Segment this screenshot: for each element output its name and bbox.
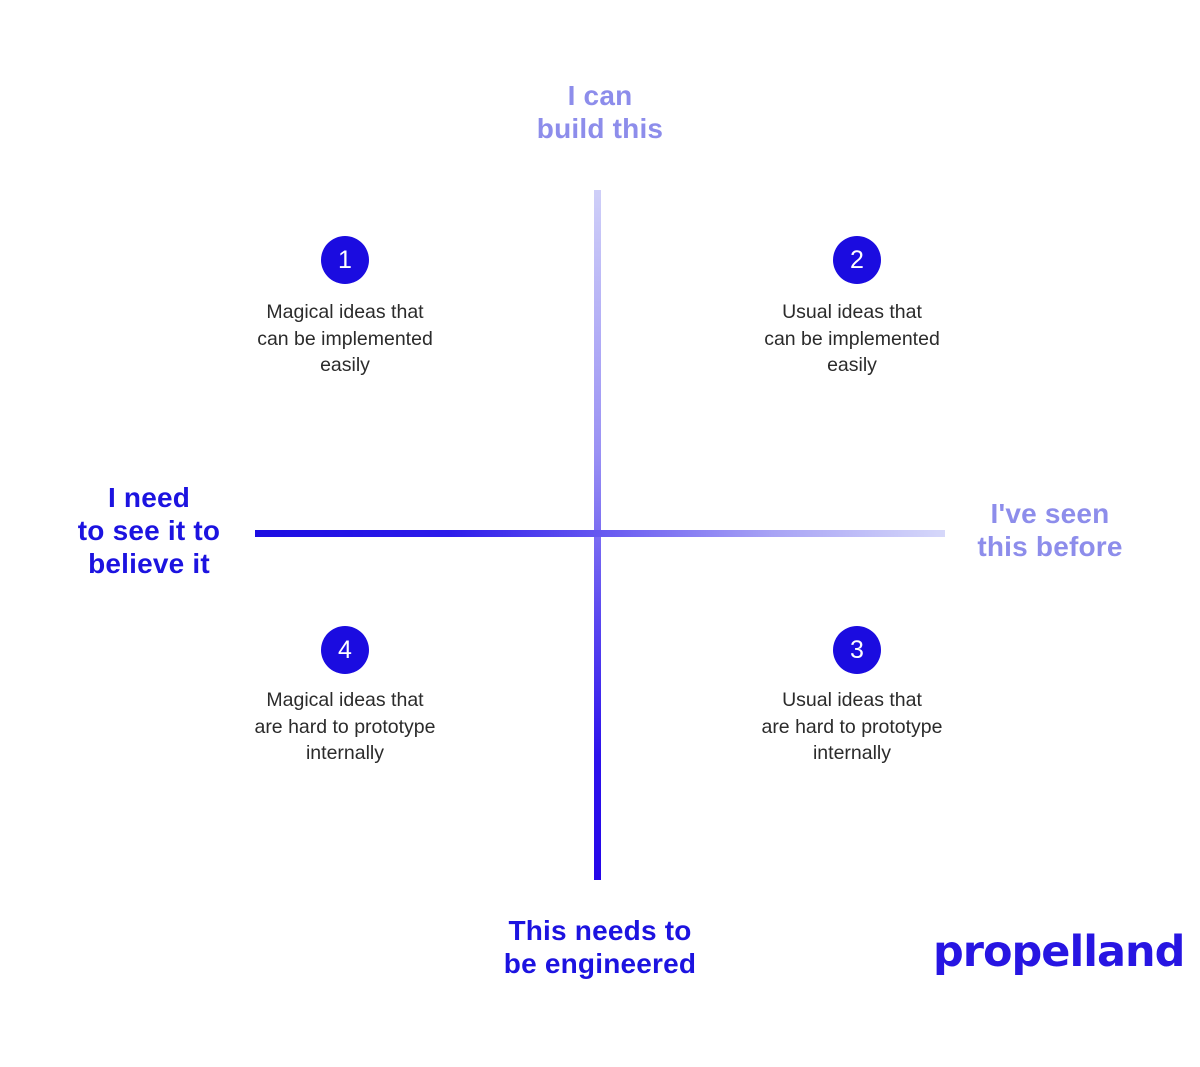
quadrant-2-description: Usual ideas that can be implemented easi… <box>764 301 940 376</box>
propelland-logo: propelland <box>933 927 1185 977</box>
axis-label-top: I can build this <box>536 80 664 144</box>
quadrant-1-description: Magical ideas that can be implemented ea… <box>257 301 433 376</box>
quadrant-3-description: Usual ideas that are hard to prototype i… <box>761 689 943 764</box>
quadrant-4-number-badge: 4 <box>321 626 369 674</box>
quadrant-4-description: Magical ideas that are hard to prototype… <box>254 689 436 764</box>
axis-label-right: I've seen this before <box>977 498 1123 562</box>
horizontal-axis-line <box>255 530 945 537</box>
axis-label-left: I need to see it to believe it <box>77 482 221 579</box>
quadrant-1-number-badge: 1 <box>321 236 369 284</box>
axis-label-bottom: This needs to be engineered <box>503 915 697 979</box>
quadrant-2-number-badge: 2 <box>833 236 881 284</box>
quadrant-3-number-badge: 3 <box>833 626 881 674</box>
